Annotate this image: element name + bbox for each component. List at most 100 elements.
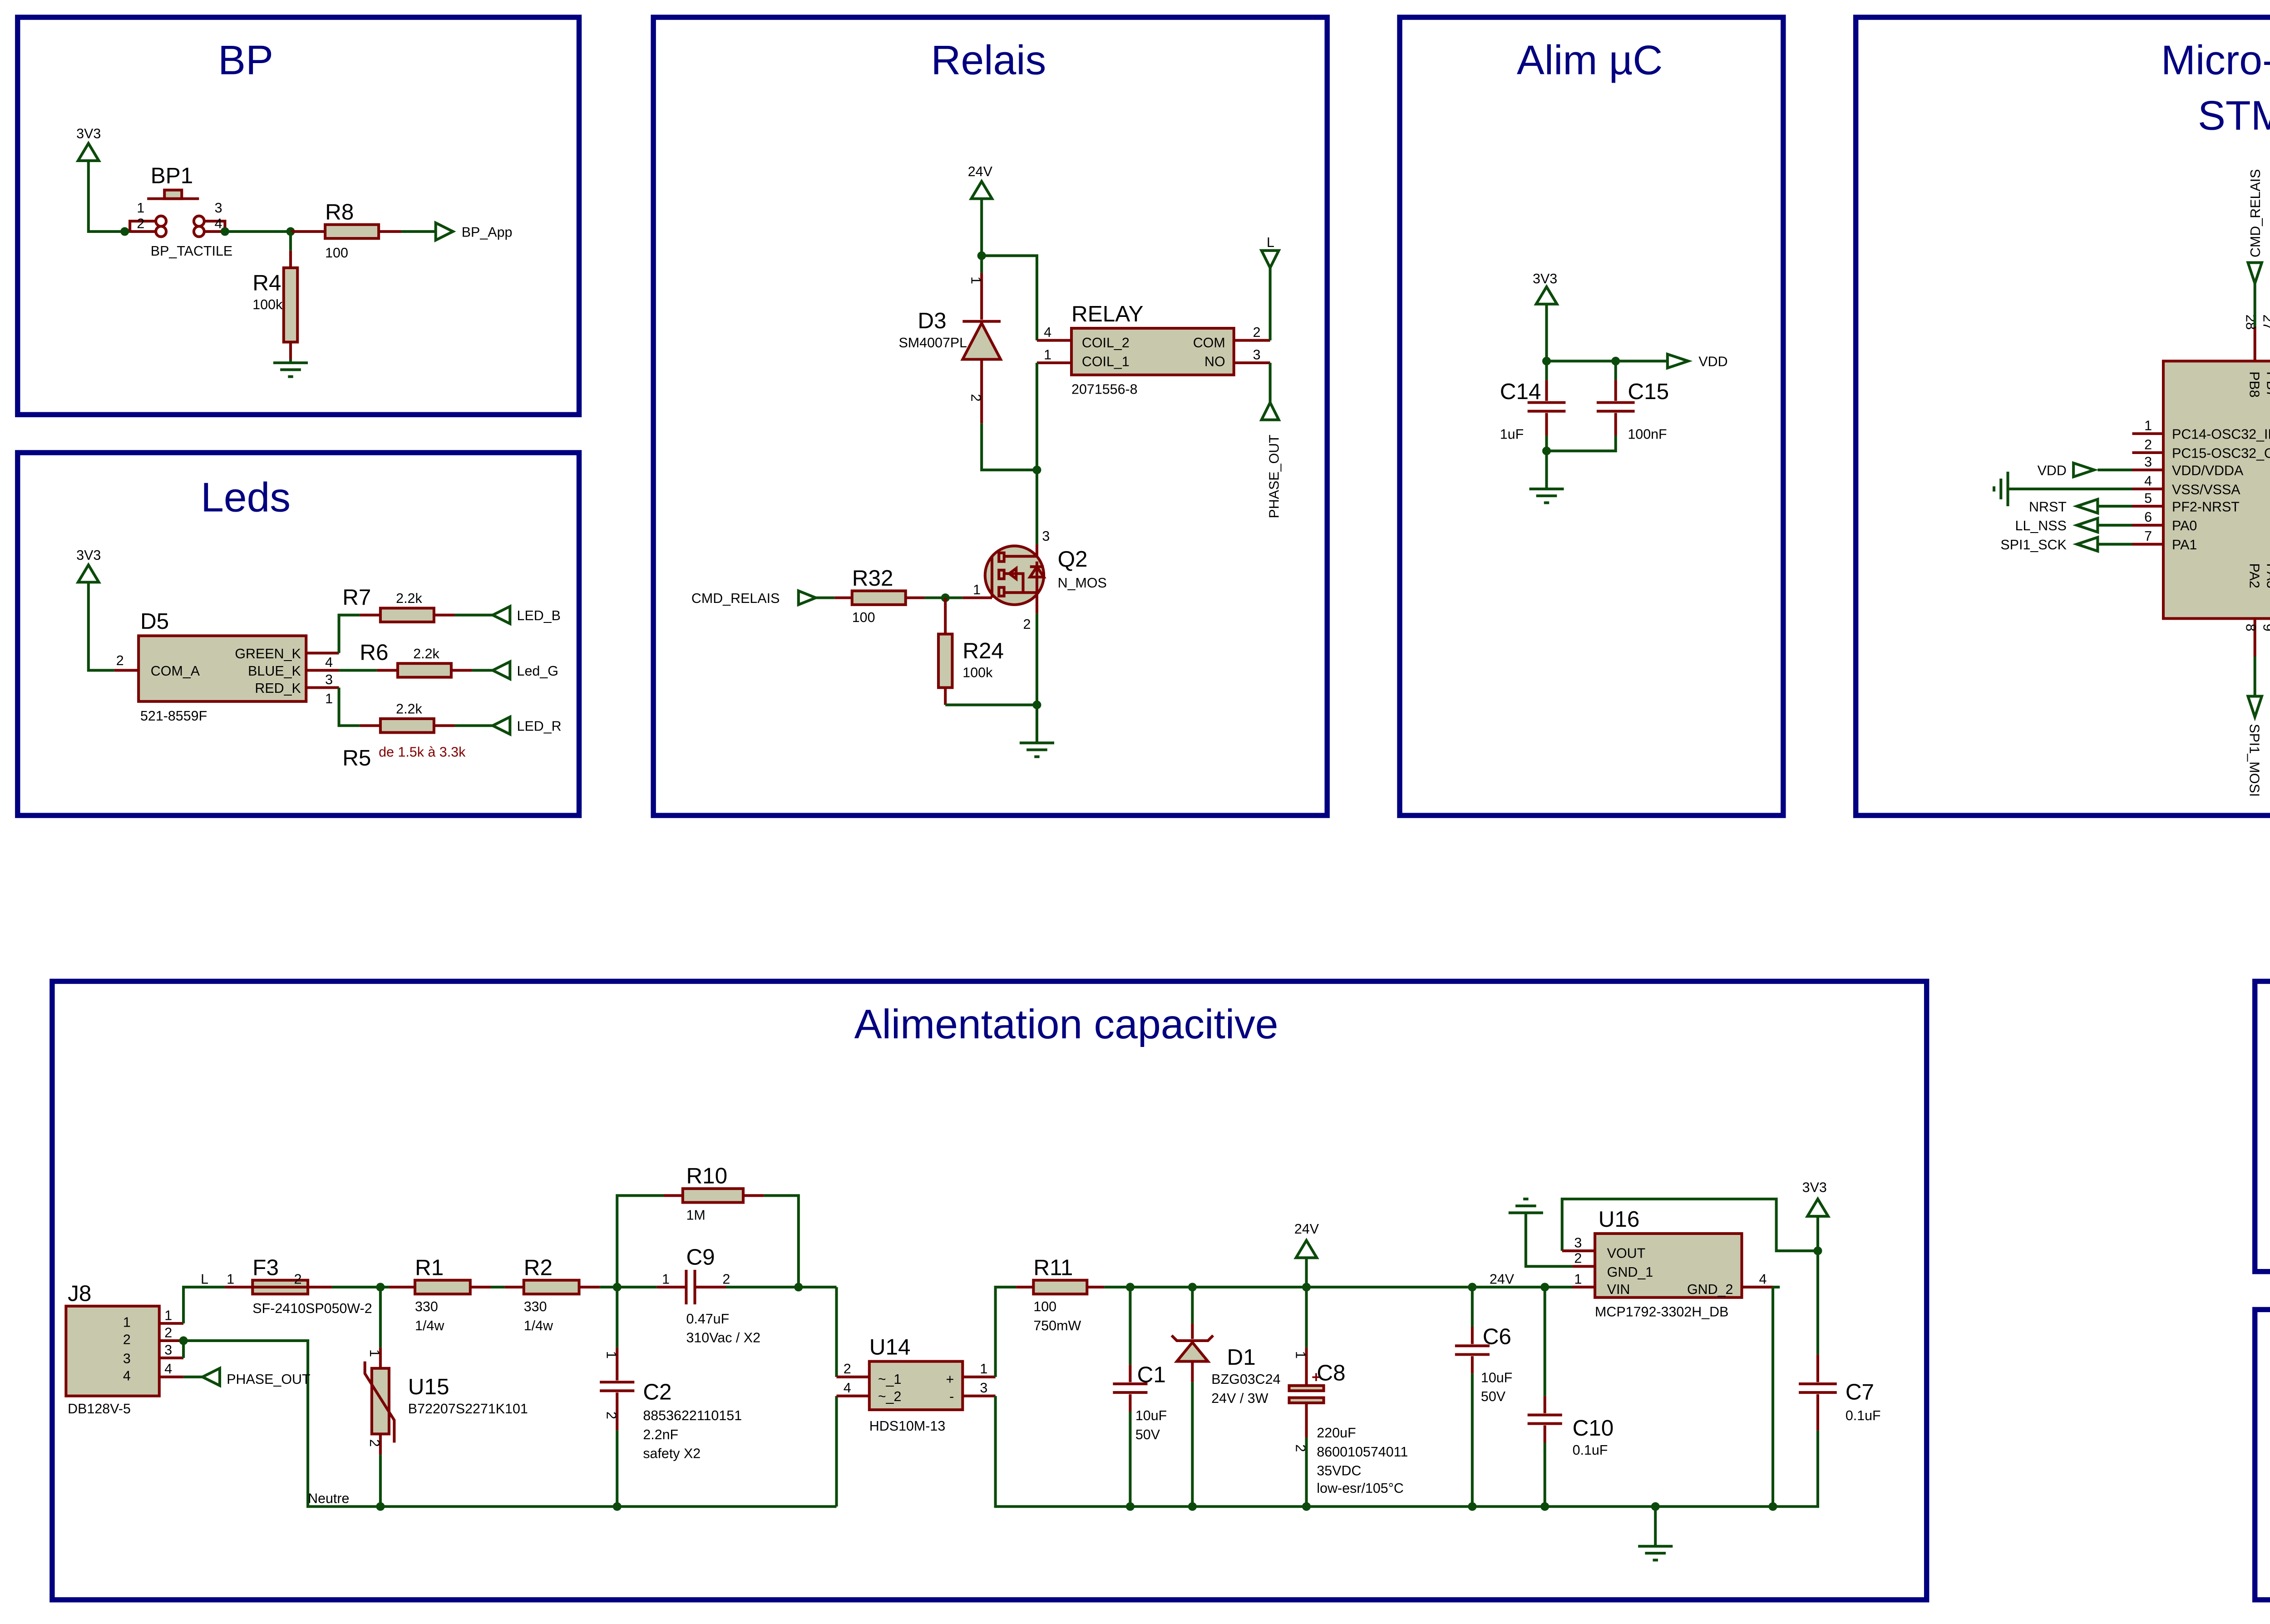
r5-tolerance-note: de 1.5k à 3.3k <box>379 745 466 760</box>
supply-3v3-symbol: 3V3 <box>1533 271 1559 306</box>
net-label-24v: 24V <box>1490 1271 1515 1287</box>
svg-text:1: 1 <box>1293 1351 1308 1359</box>
svg-text:330: 330 <box>415 1299 438 1314</box>
svg-text:SM4007PL: SM4007PL <box>899 335 967 350</box>
svg-text:U14: U14 <box>869 1334 911 1359</box>
polarity-plus-icon: + <box>1312 1368 1321 1386</box>
resistor-r5[interactable]: 2.2k R5 de 1.5k à 3.3k <box>342 701 466 770</box>
mcu-pin-9[interactable]: 9PA3 <box>2260 563 2270 657</box>
svg-text:4: 4 <box>1044 325 1051 340</box>
capacitor-c1[interactable]: C1 10uF 50V <box>1113 1362 1167 1442</box>
zener-diode-d1[interactable]: D1 BZG03C24 24V / 3W <box>1170 1323 1281 1406</box>
resistor-r10[interactable]: R10 1M <box>663 1164 764 1223</box>
svg-text:3: 3 <box>123 1351 131 1366</box>
resistor-r4[interactable]: R4 100k <box>252 250 299 360</box>
connector-j8[interactable]: J8 DB128V-5 1 2 3 4 1 2 3 4 <box>64 1281 184 1417</box>
resistor-r6[interactable]: R6 2.2k <box>360 640 472 679</box>
resistor-r7[interactable]: R7 2.2k <box>342 585 455 623</box>
svg-text:COM: COM <box>1193 335 1225 350</box>
svg-text:+: + <box>946 1372 954 1387</box>
resistor-r24[interactable]: R24 100k <box>937 597 1004 705</box>
svg-text:U16: U16 <box>1599 1207 1640 1232</box>
capacitor-c14[interactable]: C14 1uF <box>1500 379 1566 442</box>
section-alim-cap: Alimentation capacitive J8 DB128V-5 1 2 … <box>49 978 1930 1603</box>
svg-text:1: 1 <box>367 1349 382 1357</box>
capacitor-c9[interactable]: C9 0.47uF 310Vac / X2 1 2 <box>656 1244 760 1346</box>
svg-text:R5: R5 <box>342 745 371 770</box>
svg-text:2: 2 <box>1574 1251 1582 1266</box>
svg-text:1M: 1M <box>686 1208 705 1223</box>
svg-text:C1: C1 <box>1137 1362 1166 1387</box>
ldo-regulator-u16[interactable]: U16 VOUT GND_1 VIN GND_2 MCP1792-3302H_D… <box>1562 1207 1773 1320</box>
net-label-led-g: Led_G <box>489 659 558 681</box>
section-title: Alim µC <box>1517 37 1663 84</box>
supply-3v3-symbol: 3V3 <box>75 548 102 584</box>
svg-text:RED_K: RED_K <box>255 681 301 696</box>
supply-24v-symbol: 24V <box>1293 1221 1319 1259</box>
capacitor-c10[interactable]: C10 0.1uF <box>1527 1396 1614 1458</box>
resistor-r1[interactable]: R1 330 1/4w <box>389 1255 491 1333</box>
svg-text:860010574011: 860010574011 <box>1317 1444 1408 1460</box>
section-icsp: ICSP J15SWDIOJ16SWDCLKJ17NRSTJ18J193V3 <box>2252 978 2270 1274</box>
resistor-r11[interactable]: R11 100 750mW <box>1016 1255 1105 1333</box>
electrolytic-capacitor-c8[interactable]: + C8 220uF 860010574011 35VDC low-esr/10… <box>1288 1348 1408 1496</box>
svg-text:LED_B: LED_B <box>517 608 561 623</box>
pushbutton-bp1[interactable]: BP1 1 2 3 4 BP_TACTILE <box>128 163 232 259</box>
capacitor-c6[interactable]: C6 10uF 50V <box>1455 1324 1512 1405</box>
svg-text:C9: C9 <box>686 1244 715 1269</box>
svg-text:D3: D3 <box>918 308 946 333</box>
svg-text:CMD_RELAIS: CMD_RELAIS <box>691 591 780 606</box>
svg-text:Led_G: Led_G <box>517 663 558 679</box>
ground-icon <box>1020 743 1054 756</box>
section-leds: Leds 3V3 2 D5 COM_A GREEN_K BLUE_K RED_K… <box>15 450 582 818</box>
svg-text:R24: R24 <box>962 638 1004 663</box>
svg-text:10uF: 10uF <box>1135 1408 1167 1423</box>
svg-text:2: 2 <box>1293 1444 1308 1452</box>
resistor-r32[interactable]: R32 100 <box>834 566 925 625</box>
mcu-pins: 1PC14-OSC32_IN2PC15-OSC32_OUT3VDD/VDDAVD… <box>1994 169 2270 797</box>
svg-text:C10: C10 <box>1573 1416 1614 1441</box>
capacitor-c2[interactable]: C2 8853622110151 2.2nF safety X2 1 2 <box>600 1348 742 1461</box>
svg-text:1/4w: 1/4w <box>415 1318 444 1333</box>
svg-text:2.2k: 2.2k <box>396 701 422 717</box>
svg-text:F3: F3 <box>252 1255 279 1280</box>
svg-text:24V / 3W: 24V / 3W <box>1211 1391 1268 1406</box>
varistor-u15[interactable]: U15 B72207S2271K101 1 2 <box>363 1348 528 1455</box>
fuse-f3[interactable]: F3 SF-2410SP050W-2 1 2 <box>225 1255 372 1316</box>
resistor-r8[interactable]: R8 100 <box>291 199 401 261</box>
relay[interactable]: RELAY COIL_2 COIL_1 COM NO 2071556-8 4 1… <box>1036 301 1270 397</box>
svg-text:2: 2 <box>2144 437 2152 452</box>
svg-text:1: 1 <box>662 1271 670 1287</box>
net-label-l: L <box>201 1271 208 1287</box>
net-label-bp-app: BP_App <box>434 220 512 242</box>
net-label-l: L <box>1259 235 1281 271</box>
bridge-rectifier-u14[interactable]: U14 HDS10M-13 ~_1 ~_2 + - 2 4 1 3 <box>836 1334 996 1434</box>
rgb-led-d5[interactable]: 2 D5 COM_A GREEN_K BLUE_K RED_K 521-8559… <box>114 609 339 724</box>
supply-3v3-symbol: 3V3 <box>75 126 102 162</box>
svg-text:R8: R8 <box>325 199 354 224</box>
supply-3v3-symbol: 3V3 <box>1802 1180 1831 1218</box>
mosfet-q2[interactable]: Q2 N_MOS 1 2 3 <box>962 528 1107 632</box>
capacitor-c15[interactable]: C15 100nF <box>1596 379 1669 442</box>
svg-text:R32: R32 <box>852 566 893 591</box>
svg-text:2.2nF: 2.2nF <box>643 1427 678 1442</box>
section-alim-uc: Alim µC 3V3 VDD C14 1uF C15 100nF <box>1397 15 1786 818</box>
svg-text:VOUT: VOUT <box>1607 1245 1646 1261</box>
capacitor-c7[interactable]: C7 0.1uF <box>1799 1354 1881 1431</box>
svg-text:PA0: PA0 <box>2172 518 2197 533</box>
svg-text:1: 1 <box>1044 347 1051 363</box>
svg-text:D1: D1 <box>1227 1345 1256 1370</box>
diode-d3[interactable]: D3 SM4007PL 1 2 <box>899 273 1003 424</box>
svg-text:1: 1 <box>973 582 981 597</box>
resistor-r2[interactable]: R2 330 1/4w <box>504 1255 600 1333</box>
